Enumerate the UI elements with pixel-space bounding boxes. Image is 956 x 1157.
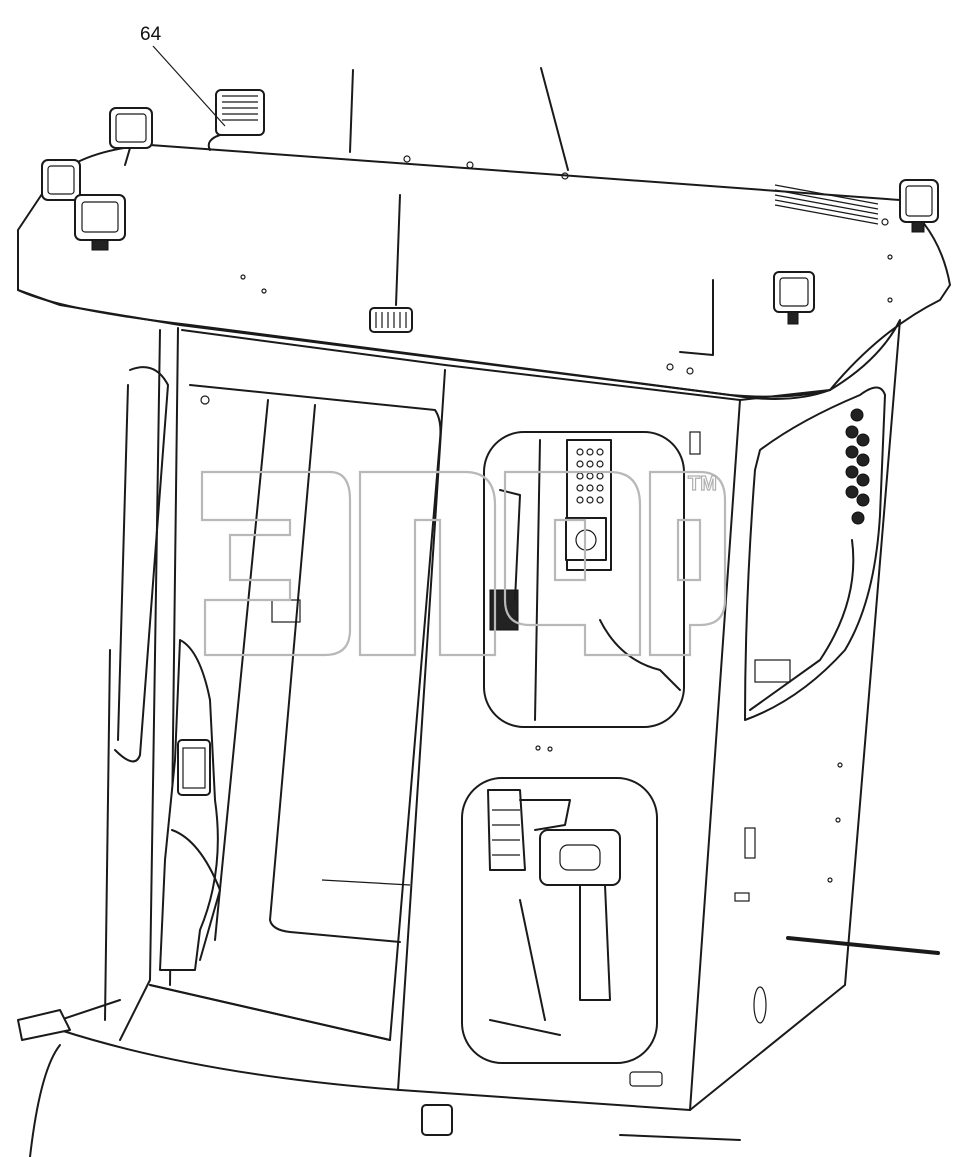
- roof-antennas: [349, 67, 714, 356]
- switch-panel-buttons: [576, 448, 604, 504]
- right-side-window: [744, 386, 886, 721]
- work-lamp-front-left: [41, 159, 81, 201]
- callout-64-label: 64: [140, 24, 162, 45]
- work-lamp-64: [207, 89, 265, 151]
- electrical-connectors: [845, 408, 870, 525]
- front-door-window: [149, 384, 442, 1041]
- watermark-logo: TM: [200, 470, 727, 657]
- work-lamp-rear-mid: [773, 271, 815, 325]
- work-lamp-front-left-2: [74, 194, 126, 251]
- roof-vent-grille: [774, 184, 879, 225]
- side-wall-fixtures: [535, 431, 940, 1087]
- cab-roof: [17, 144, 951, 400]
- watermark-trademark: TM: [688, 473, 717, 495]
- work-lamp-left-roof: [109, 107, 153, 166]
- cab-body: [59, 319, 901, 1111]
- work-lamp-rear-right: [899, 179, 939, 233]
- cab-floor: [17, 984, 741, 1157]
- beacon-lamp: [369, 307, 413, 333]
- callout-64: 64: [140, 24, 226, 127]
- lower-rear-window: [461, 777, 658, 1064]
- steering-column: [487, 789, 621, 1036]
- left-control-console: [159, 639, 221, 971]
